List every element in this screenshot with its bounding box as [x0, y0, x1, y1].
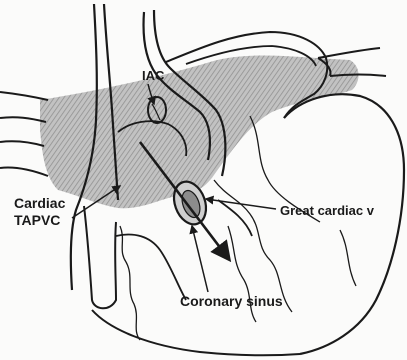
coronary-vessel-1 — [120, 226, 140, 340]
heart-bottom-contour — [92, 310, 300, 355]
left-upper-pulmonary-vein — [0, 92, 48, 100]
tapvc-label: TAPVC — [14, 213, 60, 228]
coronary-vessel-5 — [340, 230, 356, 286]
right-heart-outline — [284, 94, 404, 354]
left-lower-pulmonary-vein — [0, 141, 44, 146]
coronary-sinus-label: Coronary sinus — [180, 294, 283, 309]
lower-ventricle-outline — [116, 235, 186, 300]
great-cardiac-vein-label: Great cardiac v — [280, 203, 374, 218]
gcv-pointer — [206, 199, 276, 209]
shaded-venous-confluence — [40, 56, 359, 209]
cardiac-label: Cardiac — [14, 196, 65, 211]
left-upper-pulmonary-vein-lower — [0, 117, 46, 122]
cs-pointer — [192, 226, 208, 292]
right-upper-pulmonary-vein — [318, 48, 380, 58]
iac-label: IAC — [142, 68, 164, 83]
lower-left-vessel — [84, 206, 116, 308]
left-lower-pulmonary-vein-lower — [0, 167, 48, 176]
